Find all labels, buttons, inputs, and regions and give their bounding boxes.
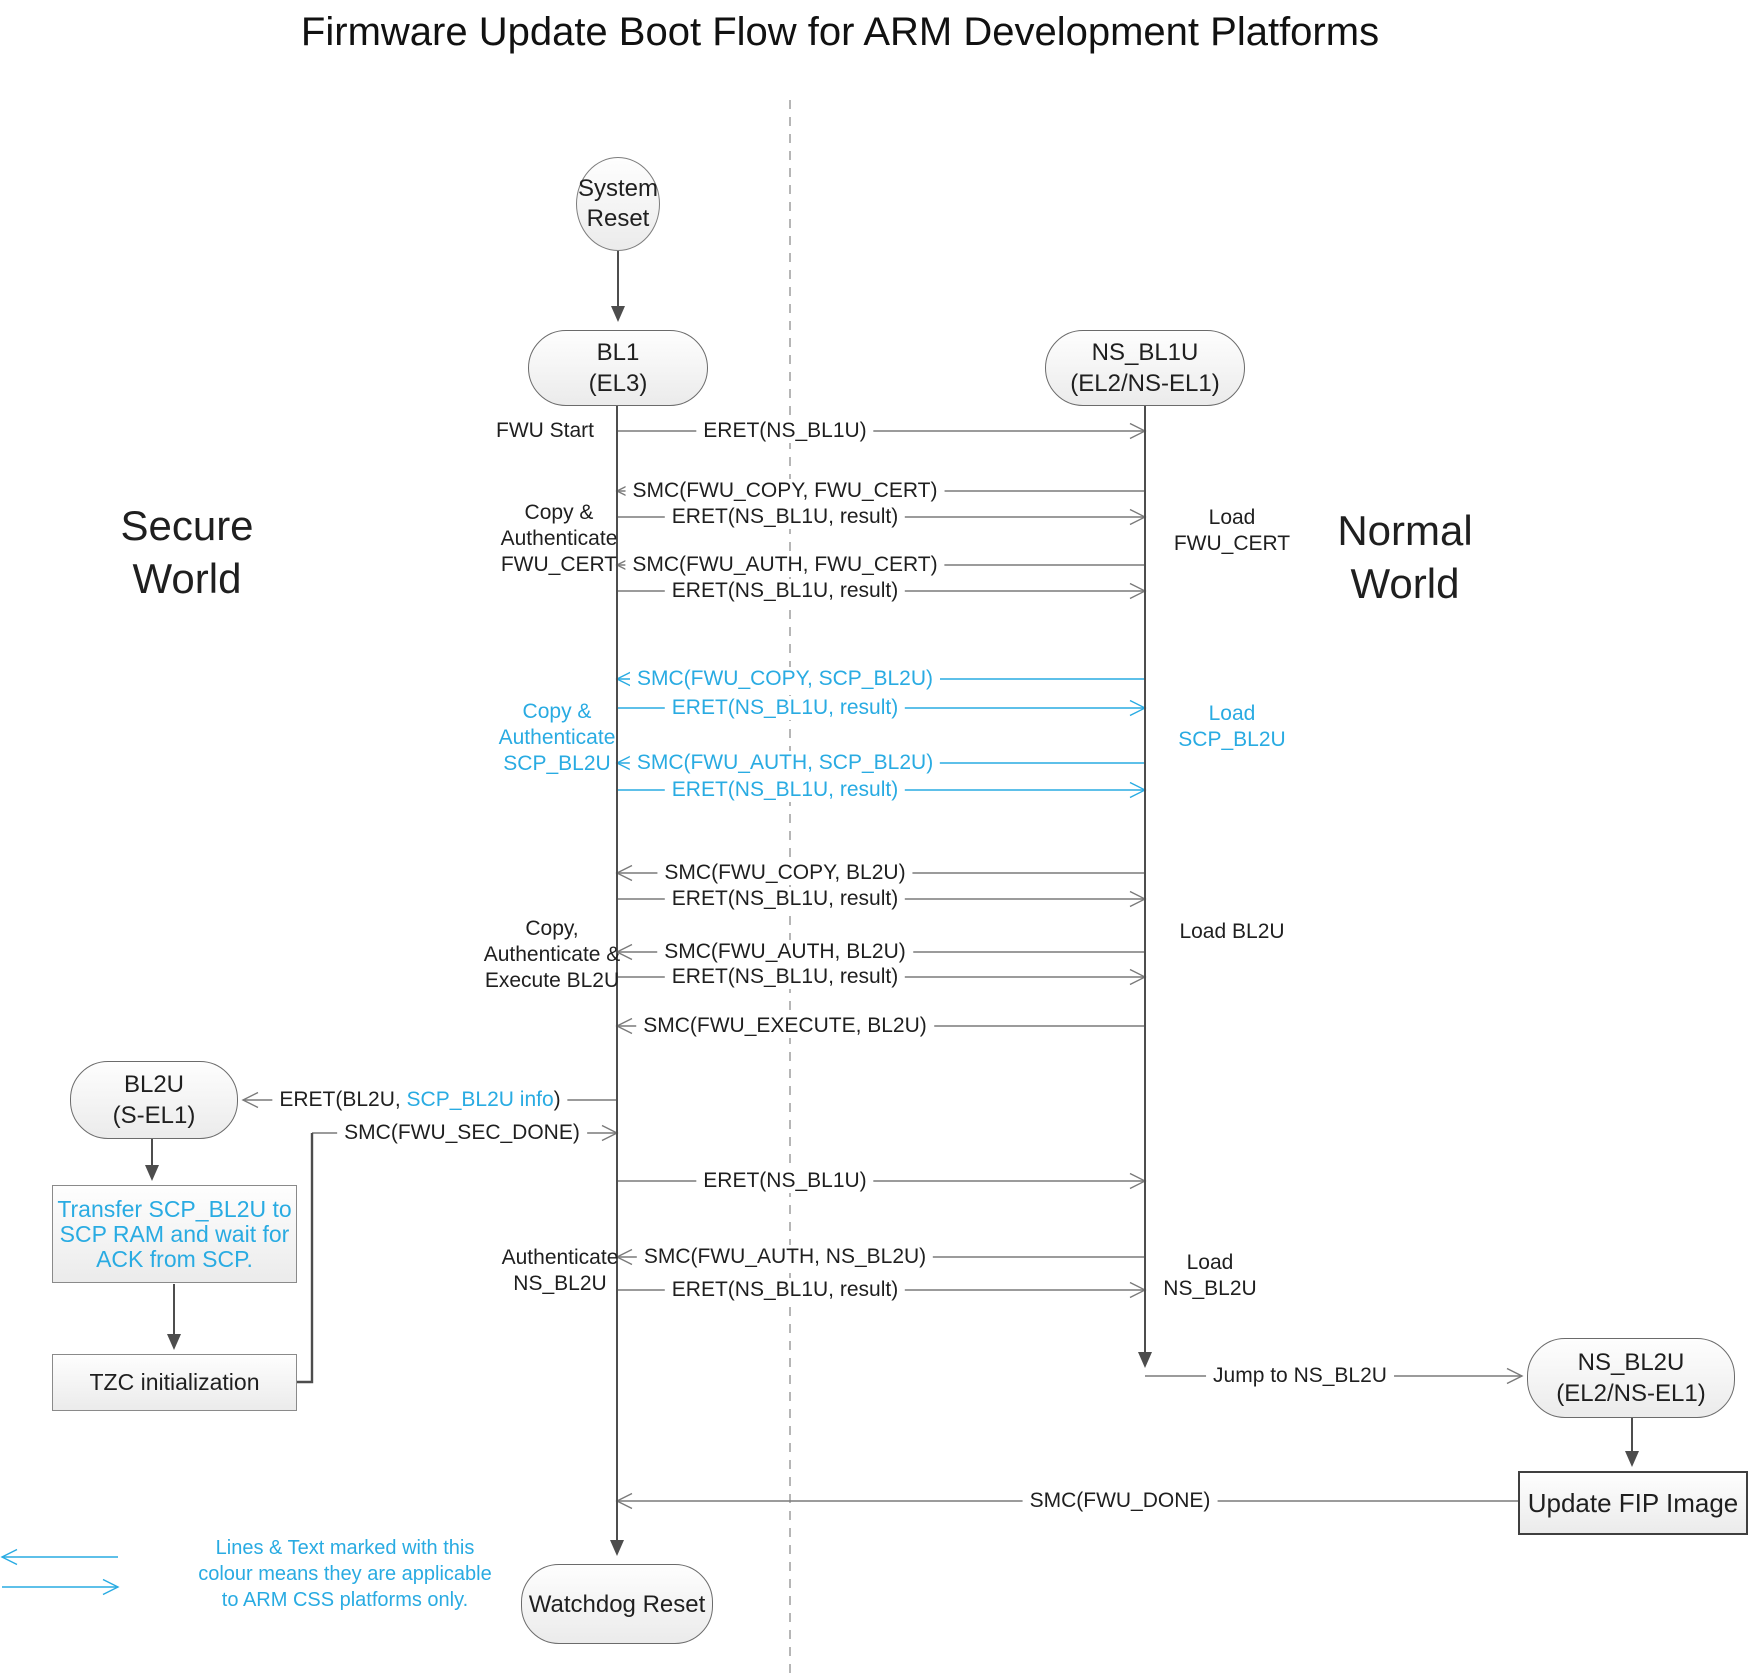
- tzc-init-box-label: TZC initialization: [89, 1369, 260, 1395]
- ns-bl2u-to-fip-arrow-arrowhead: [1625, 1451, 1639, 1467]
- ns-bl1u-node: NS_BL1U (EL2/NS-EL1): [1045, 330, 1245, 406]
- transfer-scp-box-label: ACK from SCP.: [96, 1245, 253, 1272]
- legend-arrow-left-arrowhead: [0, 1548, 18, 1566]
- transfer-scp-box-label: Transfer SCP_BL2U to: [57, 1195, 292, 1222]
- ns-bl1u-node-label: (EL2/NS-EL1): [1070, 370, 1220, 397]
- ns-bl1u-node-label: NS_BL1U: [1091, 339, 1199, 366]
- reset-to-bl1-arrow-arrowhead: [611, 306, 625, 322]
- bl1-node-label: BL1: [596, 339, 640, 366]
- ns-bl1u-lifeline-arrowhead: [1138, 1352, 1152, 1368]
- system-reset-node-label: System: [577, 175, 658, 202]
- watchdog-reset-node-label: Watchdog Reset: [528, 1590, 706, 1618]
- bl2u-node-label: (S-EL1): [112, 1102, 196, 1129]
- bl2u-node-label: BL2U: [123, 1071, 185, 1098]
- tzc-init-box: TZC initialization: [52, 1354, 297, 1411]
- bl1-lifeline-arrowhead: [610, 1540, 624, 1556]
- ns-bl2u-node-label: NS_BL2U: [1577, 1349, 1685, 1376]
- bl2u-to-transfer-arrow-arrowhead: [145, 1165, 159, 1181]
- ns-bl2u-node-label: (EL2/NS-EL1): [1556, 1380, 1706, 1407]
- tzc-to-secdone-connector: [297, 1133, 314, 1384]
- ns-bl2u-node: NS_BL2U (EL2/NS-EL1): [1527, 1338, 1735, 1418]
- update-fip-box: Update FIP Image: [1518, 1471, 1748, 1535]
- legend-arrow-right-arrowhead: [102, 1578, 120, 1596]
- bl2u-node: BL2U (S-EL1): [70, 1061, 238, 1139]
- bl1-node-label: (EL3): [588, 370, 648, 397]
- update-fip-box-label: Update FIP Image: [1527, 1487, 1739, 1518]
- transfer-to-tzc-arrow-arrowhead: [167, 1334, 181, 1350]
- jump-to-ns-bl2u-arrowhead: [1506, 1367, 1524, 1385]
- diagram-title: Firmware Update Boot Flow for ARM Develo…: [300, 10, 1380, 54]
- bl1-node: BL1 (EL3): [528, 330, 708, 406]
- eret-bl2u-scp-info-arrowhead: [241, 1091, 259, 1109]
- watchdog-reset-node: Watchdog Reset: [521, 1564, 713, 1644]
- system-reset-node-label: Reset: [586, 205, 650, 232]
- transfer-scp-box-label: SCP RAM and wait for: [59, 1220, 290, 1247]
